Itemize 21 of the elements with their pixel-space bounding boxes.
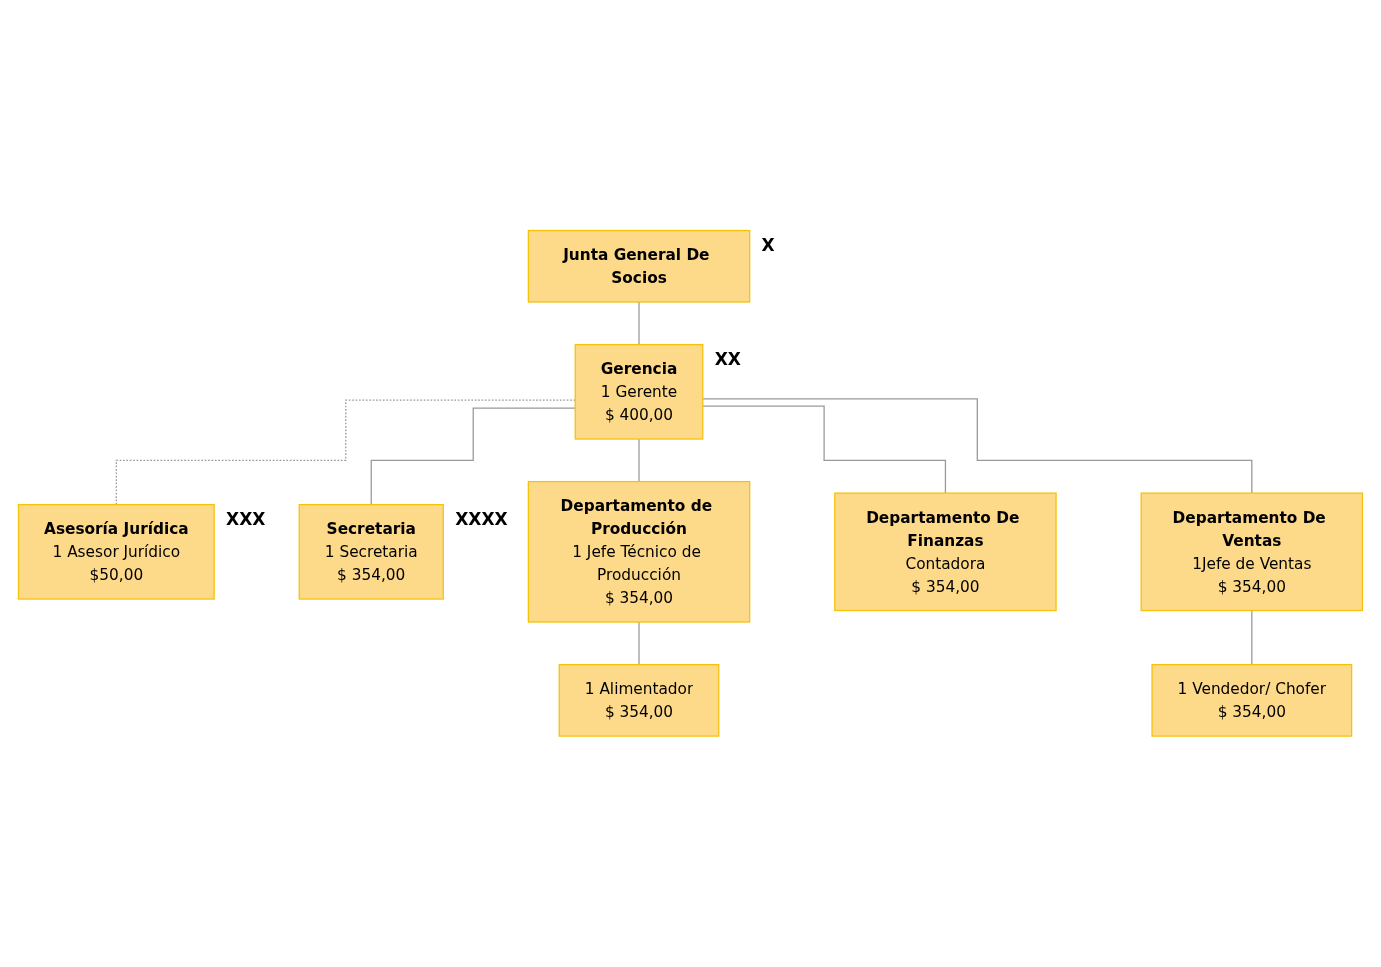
node-box: 1 Alimentador $ 354,00 xyxy=(558,664,720,737)
node-box: 1 Vendedor/ Chofer $ 354,00 xyxy=(1151,664,1353,737)
node-box: Secretaria 1 Secretaria $ 354,00 xyxy=(298,504,444,600)
connector xyxy=(1251,610,1253,666)
node-box: Junta General De Socios xyxy=(527,230,751,303)
connector xyxy=(638,438,640,483)
side-mark: X xyxy=(761,235,775,256)
side-mark: XXX xyxy=(226,509,266,530)
connector xyxy=(115,399,576,506)
connector xyxy=(702,405,947,494)
connector xyxy=(702,398,1253,494)
node-box: Departamento De Finanzas Contadora $ 354,00 xyxy=(834,492,1057,612)
connector xyxy=(638,301,640,346)
connector xyxy=(370,407,576,506)
node-box: Asesoría Jurídica 1 Asesor Jurídico $50,00 xyxy=(17,504,215,600)
node-box: Gerencia 1 Gerente $ 400,00 xyxy=(574,344,704,440)
node-box: Departamento de Producción 1 Jefe Técnico de Producción $ 354,00 xyxy=(527,481,751,623)
node-box: Departamento De Ventas 1Jefe de Ventas $ 354,00 xyxy=(1140,492,1364,612)
connector xyxy=(638,621,640,666)
side-mark: XX xyxy=(714,349,741,370)
side-mark: XXXX xyxy=(455,509,508,530)
